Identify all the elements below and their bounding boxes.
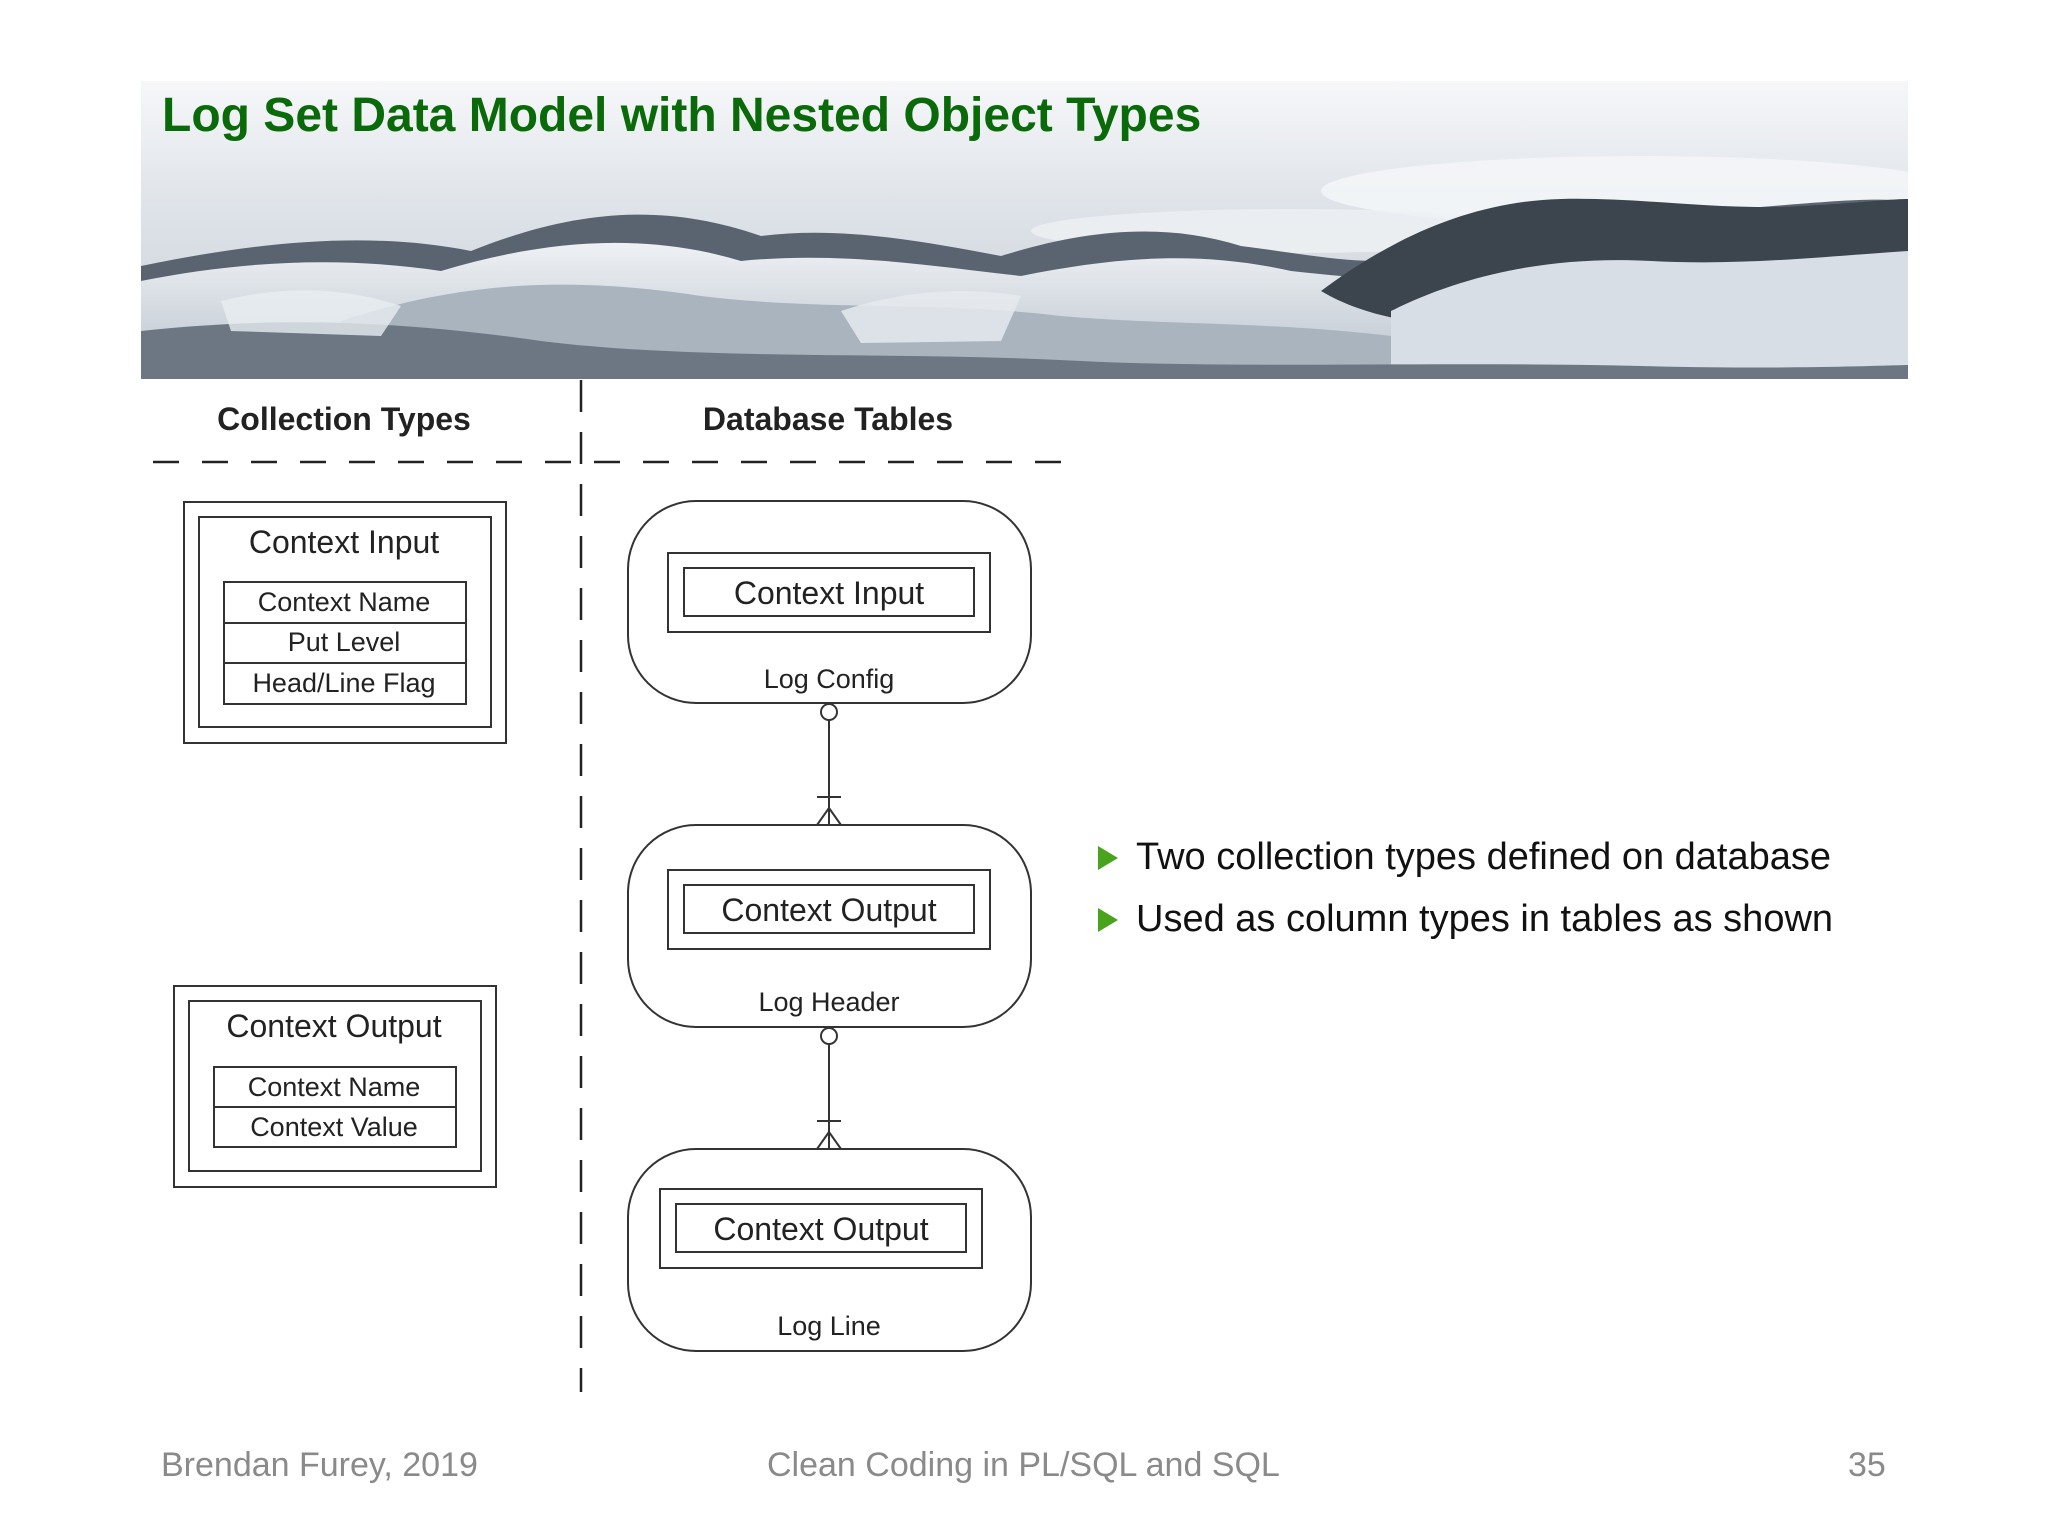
field-label: Head/Line Flag: [252, 668, 435, 698]
bullet-list: Two collection types defined on database…: [1098, 826, 1833, 950]
collection-types-header: Collection Types: [217, 401, 471, 437]
relationship-header-line: [816, 1027, 842, 1150]
bullet-item: Used as column types in tables as shown: [1098, 888, 1833, 950]
page-number: 35: [1848, 1446, 1886, 1484]
database-tables-header: Database Tables: [703, 401, 953, 437]
table-log-line: Context Output Log Line: [627, 1148, 1032, 1352]
table-box: [627, 500, 1032, 704]
optional-marker: [820, 703, 838, 721]
column-type-outer-box: [659, 1188, 983, 1269]
collection-type-name: Context Output: [226, 1008, 441, 1044]
table-name: Log Config: [764, 664, 895, 694]
column-type-outer-box: [667, 552, 991, 633]
field-label: Context Value: [250, 1112, 418, 1142]
field-label: Put Level: [288, 627, 401, 657]
bullet-triangle-icon: [1098, 846, 1118, 870]
field-list-box: [223, 581, 467, 705]
bullet-item: Two collection types defined on database: [1098, 826, 1833, 888]
column-type-outer-box: [667, 869, 991, 950]
bullet-text: Two collection types defined on database: [1136, 836, 1832, 878]
relationship-config-header: [816, 703, 842, 826]
table-log-header: Context Output Log Header: [627, 824, 1032, 1028]
collection-type-context-output: Context Output Context Name Context Valu…: [173, 985, 497, 1188]
footer-author: Brendan Furey, 2019: [161, 1446, 478, 1484]
collection-type-name: Context Input: [249, 524, 439, 560]
crows-foot-marker: [816, 1131, 830, 1150]
optional-marker: [820, 1027, 838, 1045]
column-type-label: Context Output: [713, 1211, 928, 1247]
bullet-triangle-icon: [1098, 908, 1118, 932]
footer-course: Clean Coding in PL/SQL and SQL: [767, 1446, 1280, 1484]
table-name: Log Header: [758, 987, 899, 1017]
mountain-banner: [141, 81, 1908, 379]
mountain-image: [141, 81, 1908, 379]
collection-outer-box: [173, 985, 497, 1188]
column-type-inner-box: [675, 1203, 967, 1253]
table-name: Log Line: [777, 1311, 881, 1341]
slide-title: Log Set Data Model with Nested Object Ty…: [162, 89, 1202, 142]
field-label: Context Name: [248, 1072, 421, 1102]
collection-type-context-input: Context Input Context Name Put Level Hea…: [183, 501, 507, 744]
collection-inner-box: [188, 1000, 482, 1172]
field-label: Context Name: [258, 587, 431, 617]
column-type-inner-box: [683, 567, 975, 617]
column-type-label: Context Input: [734, 575, 924, 611]
crows-foot-marker: [828, 1131, 842, 1150]
crows-foot-marker: [828, 807, 842, 826]
bullet-text: Used as column types in tables as shown: [1136, 898, 1834, 940]
table-log-config: Context Input Log Config: [627, 500, 1032, 704]
column-type-inner-box: [683, 884, 975, 934]
crows-foot-marker: [816, 807, 830, 826]
collection-outer-box: [183, 501, 507, 744]
collection-inner-box: [198, 516, 492, 728]
column-type-label: Context Output: [721, 892, 936, 928]
